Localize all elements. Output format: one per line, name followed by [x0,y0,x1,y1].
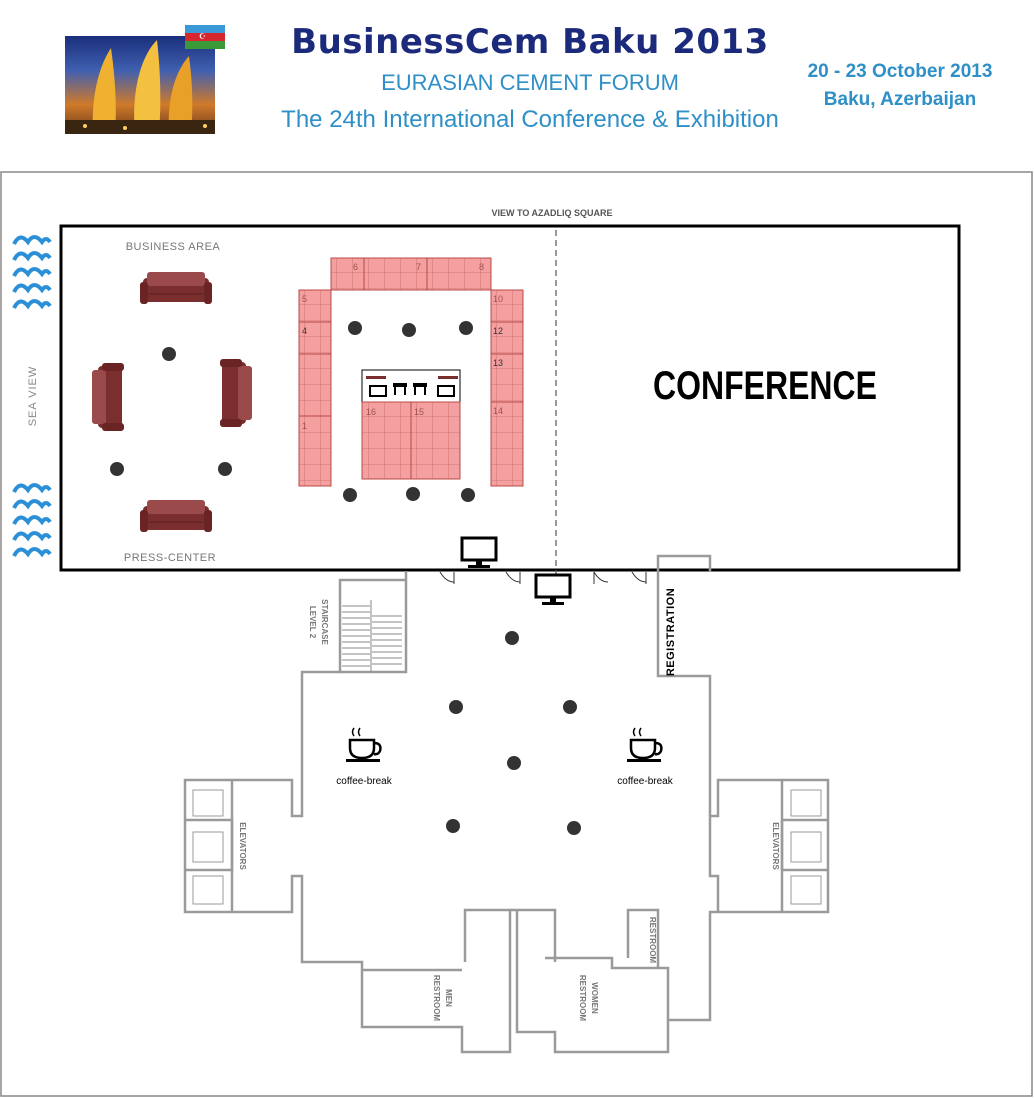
booth-number: 16 [366,407,376,417]
header-photo [65,36,215,134]
booth-number: 8 [479,262,484,272]
press-center-label: PRESS-CENTER [124,552,216,564]
conference-label: CONFERENCE [653,364,877,408]
event-location: Baku, Azerbaijan [823,89,977,110]
booth-number: 12 [493,326,503,336]
baku-flame-towers-image [65,40,215,134]
coffee-cup-icon [627,727,663,762]
sea-wave-icon [12,483,52,558]
sofa-icon [92,363,124,431]
event-title: BusinessCem Baku 2013 [291,22,769,62]
booth-number: 10 [493,294,503,304]
booth-number: 1 [302,421,307,431]
staircase-label-2: LEVEL 2 [308,606,317,639]
booth-number: 14 [493,406,503,416]
women-restroom-label-2: RESTROOM [578,975,587,1022]
coffee-cup-icon [346,727,382,762]
booth-number: 5 [302,294,307,304]
booth-number: 6 [353,262,358,272]
monitor-icon [534,573,572,607]
registration-label: REGISTRATION [665,588,677,676]
map-frame [0,171,1033,1097]
business-area-label: BUSINESS AREA [126,241,221,253]
booth-left-column[interactable] [298,289,332,487]
staircase [342,600,402,672]
booth-top-row[interactable] [330,257,492,291]
booth-number: 15 [414,407,424,417]
coffee-break-label-right: coffee-break [617,776,673,787]
booth-number: 7 [416,262,421,272]
doors [439,571,647,584]
sofa-icon [139,271,213,305]
sea-view-label: SEA VIEW [27,366,39,427]
elevators-label-left: ELEVATORS [238,822,247,870]
men-restroom-label-2: RESTROOM [432,975,441,1022]
azerbaijan-flag-icon: ☪ [185,25,225,49]
booth-number: 4 [302,326,307,336]
booth-number: 13 [493,358,503,368]
restroom-label: RESTROOM [648,917,657,964]
women-restroom-label: WOMEN [590,982,599,1014]
coffee-break-label-left: coffee-break [336,776,392,787]
event-date-location: 20 - 23 October 2013 Baku, Azerbaijan [800,58,1000,114]
event-subtitle-2: The 24th International Conference & Exhi… [281,106,779,133]
staircase-label: STAIRCASE [320,599,329,645]
event-subtitle: EURASIAN CEMENT FORUM [381,70,679,95]
sea-wave-icon [12,235,52,310]
booth-right-column[interactable] [490,289,524,487]
elevators-label-right: ELEVATORS [771,822,780,870]
sofa-icon [139,499,213,533]
view-label: VIEW TO AZADLIQ SQUARE [491,208,612,218]
event-date: 20 - 23 October 2013 [807,61,993,82]
lobby-walls [183,554,830,1054]
table-dots [110,321,581,835]
men-restroom-label: MEN [444,989,453,1007]
sofa-icon [220,359,252,427]
